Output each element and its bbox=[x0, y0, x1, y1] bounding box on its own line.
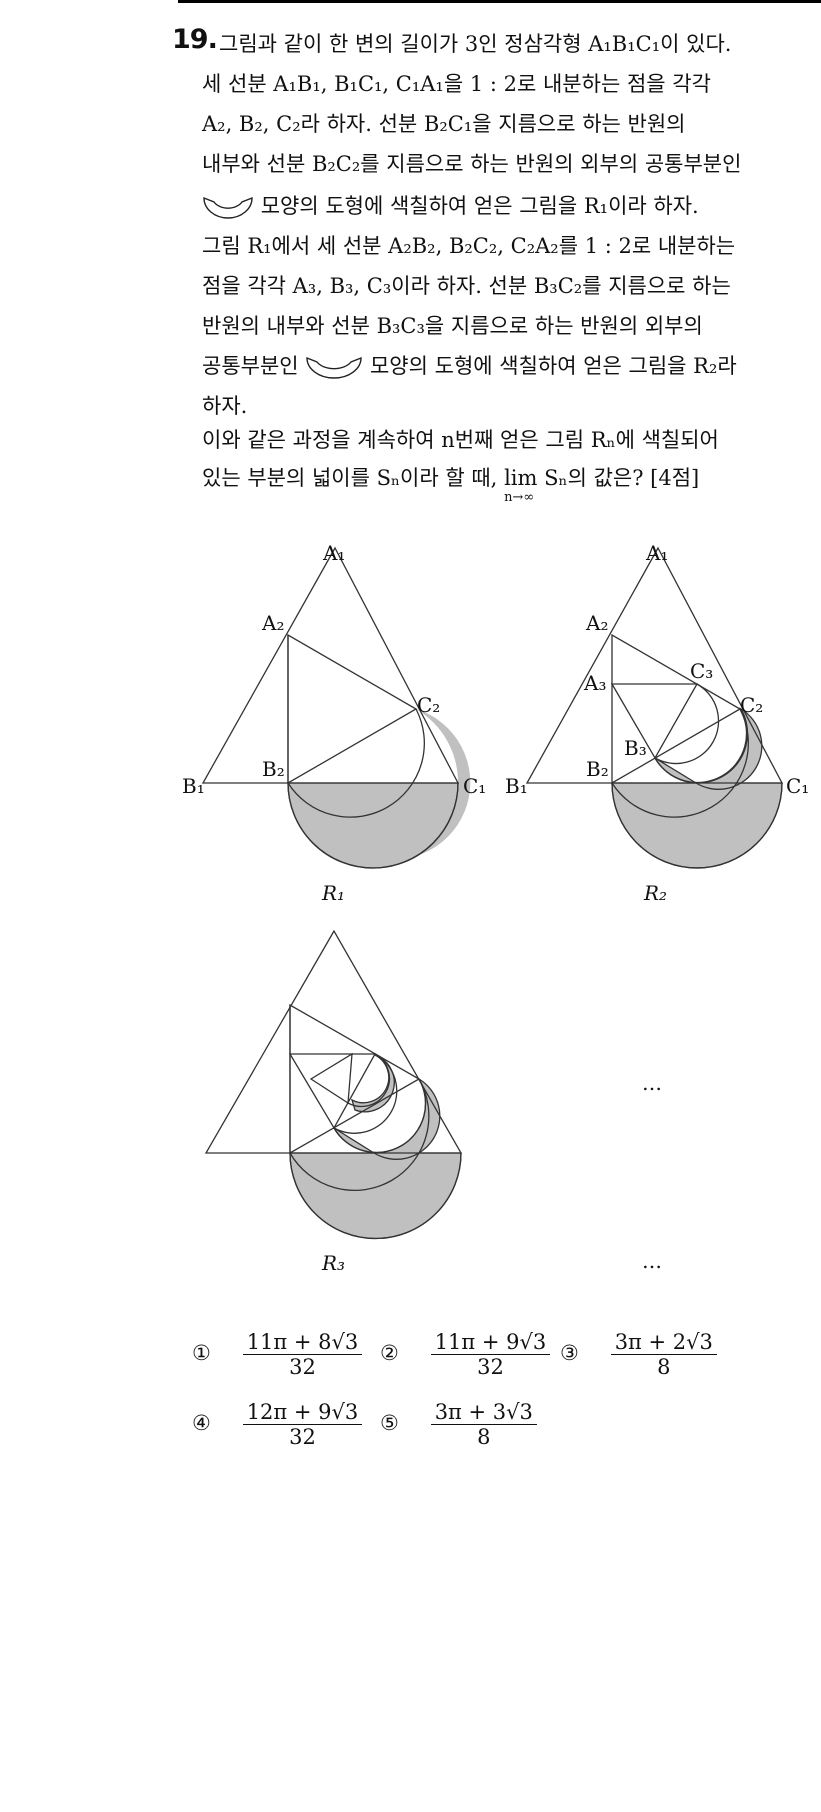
question-line-12: 이와 같은 과정을 계속하여 n번째 얻은 그림 Rₙ에 색칠되어 bbox=[202, 428, 719, 452]
r1-label-a1: A₁ bbox=[322, 541, 345, 565]
figure-r1 bbox=[201, 546, 471, 869]
choice-3[interactable]: ③ 3π + 2√3 8 bbox=[560, 1330, 717, 1379]
choice-5-mark: ⑤ bbox=[380, 1411, 399, 1435]
choice-5-fraction: 3π + 3√3 8 bbox=[430, 1400, 537, 1449]
r3-shaded-region bbox=[289, 1152, 462, 1240]
r2-small-semicircle bbox=[654, 708, 748, 784]
crescent-shape-icon-line-1: 모양의 도형에 색칠하여 얻은 그림을 R₁이라 하자. bbox=[202, 190, 699, 222]
r3-caption: R₃ bbox=[321, 1251, 345, 1275]
r1-label-b1: B₁ bbox=[182, 774, 205, 798]
choice-1[interactable]: ① 11π + 8√3 32 bbox=[192, 1330, 363, 1379]
r2-label-a1: A₁ bbox=[645, 541, 668, 565]
top-rule bbox=[178, 0, 821, 3]
r2-shaded-region bbox=[611, 782, 783, 869]
choice-2-numerator: 11π + 9√3 bbox=[430, 1330, 551, 1355]
r3-triangle bbox=[204, 929, 463, 1154]
question-line-7: 점을 각각 A₃, B₃, C₃이라 하자. 선분 B₃C₂를 지름으로 하는 bbox=[202, 274, 731, 298]
crescent-shape-icon bbox=[203, 196, 253, 219]
choice-4-denominator: 32 bbox=[289, 1425, 316, 1449]
ellipsis-figure: … bbox=[642, 1071, 662, 1095]
r3-tiny-semicircle-2 bbox=[347, 1053, 391, 1108]
question-line-9: 공통부분인 bbox=[202, 354, 299, 378]
r2-tiny-semicircle bbox=[654, 683, 720, 765]
r2-label-c2: C₂ bbox=[740, 693, 763, 717]
r1-triangle bbox=[201, 546, 460, 784]
question-line-8: 반원의 내부와 선분 B₃C₃을 지름으로 하는 반원의 외부의 bbox=[202, 314, 703, 338]
question-line-13: 있는 부분의 넓이를 Sₙ이라 할 때, bbox=[202, 466, 498, 490]
r2-label-a2: A₂ bbox=[585, 611, 608, 635]
r3-inner-triangle bbox=[289, 1003, 421, 1155]
choice-2-fraction: 11π + 9√3 32 bbox=[430, 1330, 551, 1379]
r3-inner-triangle-4 bbox=[309, 1052, 353, 1105]
limit-symbol: lim bbox=[504, 466, 538, 490]
choice-3-fraction: 3π + 2√3 8 bbox=[610, 1330, 717, 1379]
question-number: 19. bbox=[172, 24, 218, 55]
r1-label-a2: A₂ bbox=[261, 611, 284, 635]
r1-label-c1: C₁ bbox=[463, 774, 486, 798]
choice-3-denominator: 8 bbox=[657, 1355, 671, 1379]
choice-5-denominator: 8 bbox=[477, 1425, 491, 1449]
question-line-6: 그림 R₁에서 세 선분 A₂B₂, B₂C₂, C₂A₂를 1 : 2로 내분… bbox=[202, 234, 736, 258]
r2-mid-semicircle bbox=[611, 708, 749, 818]
r3-tiny-semicircle bbox=[333, 1053, 398, 1134]
r1-inner-triangle bbox=[287, 633, 418, 785]
choice-5[interactable]: ⑤ 3π + 3√3 8 bbox=[380, 1400, 537, 1449]
choice-4[interactable]: ④ 12π + 9√3 32 bbox=[192, 1400, 363, 1449]
r3-big-semicircle bbox=[289, 1152, 462, 1240]
r1-small-semicircle bbox=[287, 708, 425, 818]
choice-2[interactable]: ② 11π + 9√3 32 bbox=[380, 1330, 551, 1379]
figure-r3 bbox=[204, 929, 463, 1240]
r1-big-semicircle bbox=[287, 782, 459, 869]
question-line-1: 그림과 같이 한 변의 길이가 3인 정삼각형 A₁B₁C₁이 있다. bbox=[219, 32, 732, 56]
r2-label-b2: B₂ bbox=[586, 757, 609, 781]
limit-line: 있는 부분의 넓이를 Sₙ이라 할 때, lim n→∞ Sₙ의 값은? [4점… bbox=[202, 462, 700, 505]
question-line-2: 세 선분 A₁B₁, B₁C₁, C₁A₁을 1 : 2로 내분하는 점을 각각 bbox=[202, 72, 711, 96]
question-line-11: 하자. bbox=[202, 394, 248, 418]
r2-triangle bbox=[525, 546, 784, 784]
choice-1-denominator: 32 bbox=[289, 1355, 316, 1379]
crescent-shape-icon-line-2: 공통부분인 모양의 도형에 색칠하여 얻은 그림을 R₂라 bbox=[202, 350, 737, 382]
question-line-5: 모양의 도형에 색칠하여 얻은 그림을 R₁이라 하자. bbox=[260, 194, 699, 218]
choice-4-numerator: 12π + 9√3 bbox=[242, 1400, 363, 1425]
r1-label-c2: C₂ bbox=[417, 693, 440, 717]
choice-2-denominator: 32 bbox=[477, 1355, 504, 1379]
figure-r1-labels: A₁ A₂ C₂ B₂ B₁ C₁ R₁ bbox=[182, 541, 486, 905]
ellipsis-caption: … bbox=[642, 1249, 662, 1273]
figure-r3-labels: R₃ … … bbox=[321, 1071, 662, 1275]
limit-expression: lim n→∞ bbox=[504, 466, 538, 505]
r2-label-c1: C₁ bbox=[786, 774, 809, 798]
r2-big-semicircle bbox=[611, 782, 783, 869]
choice-3-numerator: 3π + 2√3 bbox=[610, 1330, 717, 1355]
question-line-3: A₂, B₂, C₂라 하자. 선분 B₂C₁을 지름으로 하는 반원의 bbox=[202, 112, 686, 136]
question-line-10: 모양의 도형에 색칠하여 얻은 그림을 R₂라 bbox=[369, 354, 737, 378]
r3-small-semicircle bbox=[333, 1078, 427, 1154]
choice-3-mark: ③ bbox=[560, 1341, 579, 1365]
r3-mid-semicircle bbox=[289, 1078, 430, 1192]
choice-1-numerator: 11π + 8√3 bbox=[242, 1330, 363, 1355]
choice-5-numerator: 3π + 3√3 bbox=[430, 1400, 537, 1425]
r2-label-b1: B₁ bbox=[505, 774, 528, 798]
figure-r2-labels: A₁ A₂ A₃ C₃ C₂ B₃ B₂ B₁ C₁ R₂ bbox=[505, 541, 809, 905]
r1-label-b2: B₂ bbox=[262, 757, 285, 781]
r3-inner-triangle-3 bbox=[288, 1053, 377, 1130]
choice-1-fraction: 11π + 8√3 32 bbox=[242, 1330, 363, 1379]
r1-caption: R₁ bbox=[321, 881, 345, 905]
r1-shaded-region bbox=[287, 782, 459, 869]
r2-label-a3: A₃ bbox=[583, 671, 606, 695]
choice-4-mark: ④ bbox=[192, 1411, 211, 1435]
crescent-shape-icon bbox=[306, 356, 362, 379]
choice-2-mark: ② bbox=[380, 1341, 399, 1365]
question-line-16: Sₙ의 값은? [4점] bbox=[544, 466, 700, 490]
limit-subscript: n→∞ bbox=[504, 490, 535, 505]
choice-1-mark: ① bbox=[192, 1341, 211, 1365]
r2-label-b3: B₃ bbox=[624, 736, 647, 760]
figure-r2 bbox=[525, 546, 784, 869]
r2-inner-triangle bbox=[611, 633, 742, 785]
r2-caption: R₂ bbox=[643, 881, 667, 905]
question-line-4: 내부와 선분 B₂C₂를 지름으로 하는 반원의 외부의 공통부분인 bbox=[202, 152, 742, 176]
r2-label-c3: C₃ bbox=[690, 659, 713, 683]
r2-inner-triangle-3 bbox=[610, 683, 699, 760]
choice-4-fraction: 12π + 9√3 32 bbox=[242, 1400, 363, 1449]
